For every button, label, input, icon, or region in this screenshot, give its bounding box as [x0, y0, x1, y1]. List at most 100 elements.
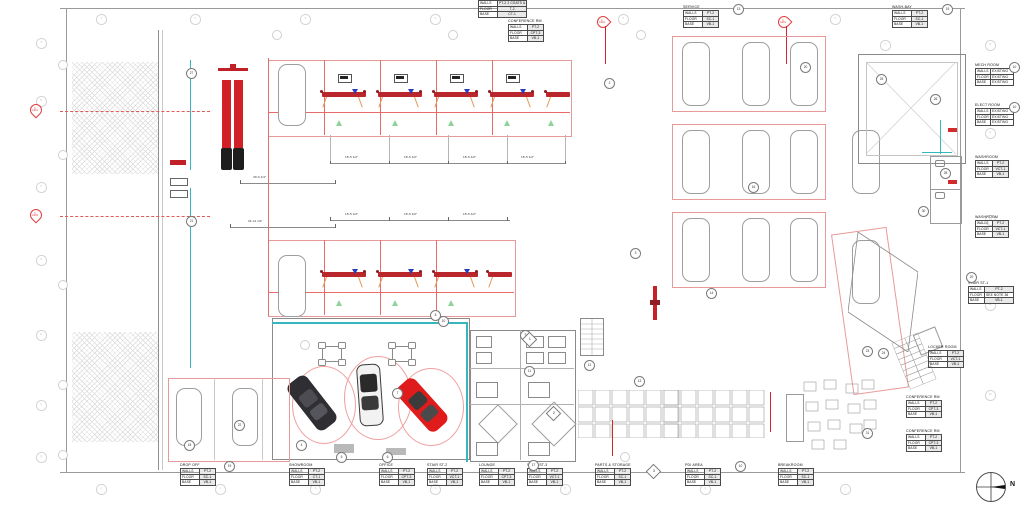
keynote-28[interactable]: 28 — [940, 168, 951, 179]
hoist-station-3[interactable] — [432, 74, 480, 108]
dim-tick-u1 — [389, 160, 390, 164]
flow-arrow-l3 — [448, 300, 454, 306]
column-lift-right[interactable] — [650, 286, 660, 320]
office-desk-4 — [548, 336, 566, 348]
keynote-30[interactable]: 30 — [918, 206, 929, 217]
hoist-station-5[interactable] — [544, 88, 574, 108]
schedule-wash-bay-title: WASH-BAY — [892, 5, 912, 9]
wall-equipment-1 — [170, 160, 186, 165]
keynote-18[interactable]: 18 — [184, 440, 195, 451]
grid-line-right — [960, 8, 961, 472]
keynote-6[interactable]: 6 — [382, 452, 393, 463]
door-tag-3[interactable]: 3 — [645, 463, 662, 480]
row-val: VB-1 — [498, 479, 515, 486]
keynote-4[interactable]: 4 — [296, 440, 307, 451]
schedule-wash-bay: WASH-BAY WALLS PT-2 FLOOR SC-1 BASE VB-1 — [892, 5, 928, 28]
row-val: EXISTING — [990, 79, 1014, 86]
keynote-25[interactable]: 25 — [876, 74, 887, 85]
keynote-3[interactable]: 3 — [630, 248, 641, 259]
keynote-20[interactable]: 20 — [800, 62, 811, 73]
section-marker-1-num: 1 — [34, 105, 36, 110]
room-tag-drop-off[interactable]: 19 — [224, 461, 235, 472]
hoist-station-4[interactable] — [488, 74, 536, 108]
keynote-31[interactable]: 31 — [862, 428, 873, 439]
hoist-station-8[interactable] — [432, 268, 480, 288]
grid-bubble-bottom-2: 2 — [215, 484, 226, 495]
tank-1 — [222, 80, 231, 150]
keynote-24[interactable]: 24 — [878, 348, 889, 359]
red-marker-right-1 — [948, 128, 957, 132]
keynote-21[interactable]: 21 — [186, 216, 197, 227]
keynote-14[interactable]: 14 — [706, 288, 717, 299]
keynote-12[interactable]: 12 — [584, 360, 595, 371]
grid-bubble-top-4: 4 — [430, 14, 441, 25]
washroom-block — [930, 156, 962, 224]
schedule-washroom-1-title: WASHROOM — [975, 155, 999, 159]
section-marker-2[interactable]: 1 A202 — [27, 206, 45, 224]
row-val: CPT-3 — [398, 473, 415, 481]
keynote-10[interactable]: 10 — [438, 316, 449, 327]
grid-bubble-bottom-1: 1 — [96, 484, 107, 495]
row-val: CT-1 — [496, 11, 528, 18]
schedule-drop-off: DROP OFF WALLS PT-2 FLOOR SC-1 BASE VB-1 — [180, 463, 216, 486]
dim-tick-u0 — [330, 160, 331, 164]
room-tag-service[interactable]: 13 — [733, 4, 744, 15]
section-marker-3-num: 1 — [601, 17, 603, 22]
keynote-7[interactable]: 7 — [392, 388, 403, 399]
hoist-station-9[interactable] — [486, 268, 516, 288]
hoist-station-7[interactable] — [376, 268, 424, 288]
dim-tick-l3 — [507, 217, 508, 221]
keynote-5[interactable]: 5 — [336, 452, 347, 463]
parking-stall-l1 — [278, 255, 306, 317]
row-val: VB-1 — [947, 361, 964, 368]
row-key: WALLS — [975, 108, 991, 115]
service-hall-zone-2 — [672, 124, 826, 200]
dim-overall-upper-line — [240, 183, 336, 184]
showroom-chair-4 — [338, 359, 346, 366]
keynote-16[interactable]: 16 — [748, 182, 759, 193]
schedule-parts-storage: PARTS & STORAGE WALLS PT-2 FLOOR SC-1 BA… — [595, 463, 631, 486]
room-tag-stair-st1[interactable]: 20 — [966, 272, 977, 283]
schedule-lounge: LOUNGE WALLS PT-2 FLOOR CPT-3 BASE VB-1 — [479, 463, 515, 486]
keynote-22[interactable]: 22 — [234, 420, 245, 431]
grid-bubble-top-2: 2 — [190, 14, 201, 25]
room-tag-mech-room[interactable]: 10 — [1009, 62, 1020, 73]
section-marker-1[interactable]: 1 A201 — [27, 101, 45, 119]
keynote-11[interactable]: 11 — [524, 366, 535, 377]
schedule-stair-st2: STAIR ST-2 WALLS PT-2 FLOOR VCT-1 BASE V… — [427, 463, 463, 486]
lounge-table-4 — [528, 442, 550, 456]
service-hall-zone-3 — [672, 212, 826, 288]
dim-wit-u4 — [565, 135, 566, 161]
hoist-station-6[interactable] — [320, 268, 368, 288]
room-tag-elect-room[interactable]: 10 — [1009, 102, 1020, 113]
room-tag-wash-bay[interactable]: 15 — [942, 4, 953, 15]
room-tag-stair-st3[interactable]: 17 — [528, 460, 539, 471]
dim-tick-ou0 — [240, 180, 241, 184]
section-marker-3[interactable]: 1 A201 — [594, 13, 612, 31]
row-val: PT-2 — [614, 468, 631, 475]
keynote-26[interactable]: 26 — [930, 94, 941, 105]
office-core-div-1 — [470, 368, 574, 369]
row-val: SC-1 — [797, 473, 814, 481]
keynote-23[interactable]: 23 — [862, 346, 873, 357]
grid-bubble-left-5: E — [36, 330, 47, 341]
row-val: VB-1 — [702, 21, 719, 28]
parking-stall-r2 — [742, 42, 770, 106]
row-val: CPT-3 — [925, 405, 942, 413]
row-val: PT-2 — [947, 350, 964, 357]
hoist-station-1[interactable] — [320, 74, 368, 108]
parts-rack-group-1 — [578, 390, 684, 438]
keynote-8[interactable]: 8 — [430, 310, 441, 321]
room-tag-pdi-area[interactable]: 10 — [735, 461, 746, 472]
grid-faint-8 — [636, 30, 646, 40]
section-marker-4[interactable]: 1 A201 — [775, 13, 793, 31]
row-val: CPT-3 — [498, 473, 515, 481]
dim-lower-3: 15'-5 1/2" — [463, 212, 477, 216]
hoist-station-2[interactable] — [376, 74, 424, 108]
section-marker-3-sheet: A201 — [598, 20, 606, 24]
keynote-27[interactable]: 27 — [186, 68, 197, 79]
cyan-service-line-left-u — [190, 60, 191, 170]
keynote-2[interactable]: 2 — [604, 78, 615, 89]
row-val: PT-2 — [199, 468, 216, 475]
keynote-13[interactable]: 13 — [634, 376, 645, 387]
